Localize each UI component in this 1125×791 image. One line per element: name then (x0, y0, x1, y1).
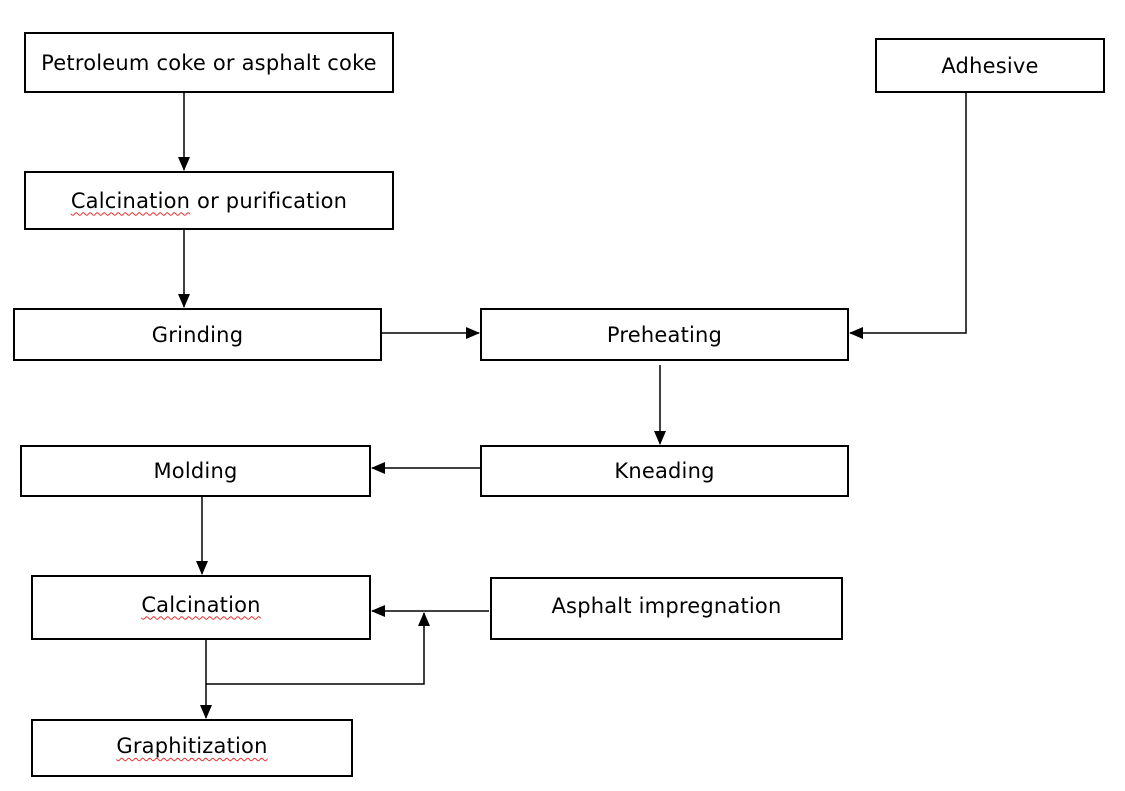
node-petroleum-coke: Petroleum coke or asphalt coke (24, 32, 394, 93)
node-graphitization-label: Graphitization (116, 734, 268, 758)
node-petroleum-coke-label: Petroleum coke or asphalt coke (41, 50, 377, 75)
node-asphalt-impregnation: Asphalt impregnation (490, 577, 843, 640)
node-grinding: Grinding (13, 308, 382, 361)
node-calcination-label: Calcination (141, 592, 261, 617)
arrow-calcination-feedback-loop (206, 612, 430, 685)
spellcheck-word: Calcination (70, 188, 191, 213)
node-preheating-label: Preheating (606, 322, 723, 347)
node-kneading-label: Kneading (614, 459, 715, 483)
node-grinding-label: Grinding (151, 322, 244, 347)
node-asphalt-impregnation-label: Asphalt impregnation (551, 593, 782, 618)
node-preheating: Preheating (480, 308, 849, 361)
node-molding-label: Molding (153, 459, 238, 483)
arrow-adhesive-to-preheating (849, 93, 967, 339)
label-rest: or purification (190, 188, 348, 213)
node-graphitization: Graphitization (31, 719, 353, 777)
node-adhesive: Adhesive (875, 38, 1105, 93)
node-kneading: Kneading (480, 445, 849, 497)
node-calcination-or-purification-label: Calcination or purification (71, 189, 347, 213)
node-calcination: Calcination (31, 575, 371, 640)
node-adhesive-label: Adhesive (941, 53, 1039, 78)
node-calcination-or-purification: Calcination or purification (24, 171, 394, 230)
node-molding: Molding (20, 445, 371, 497)
